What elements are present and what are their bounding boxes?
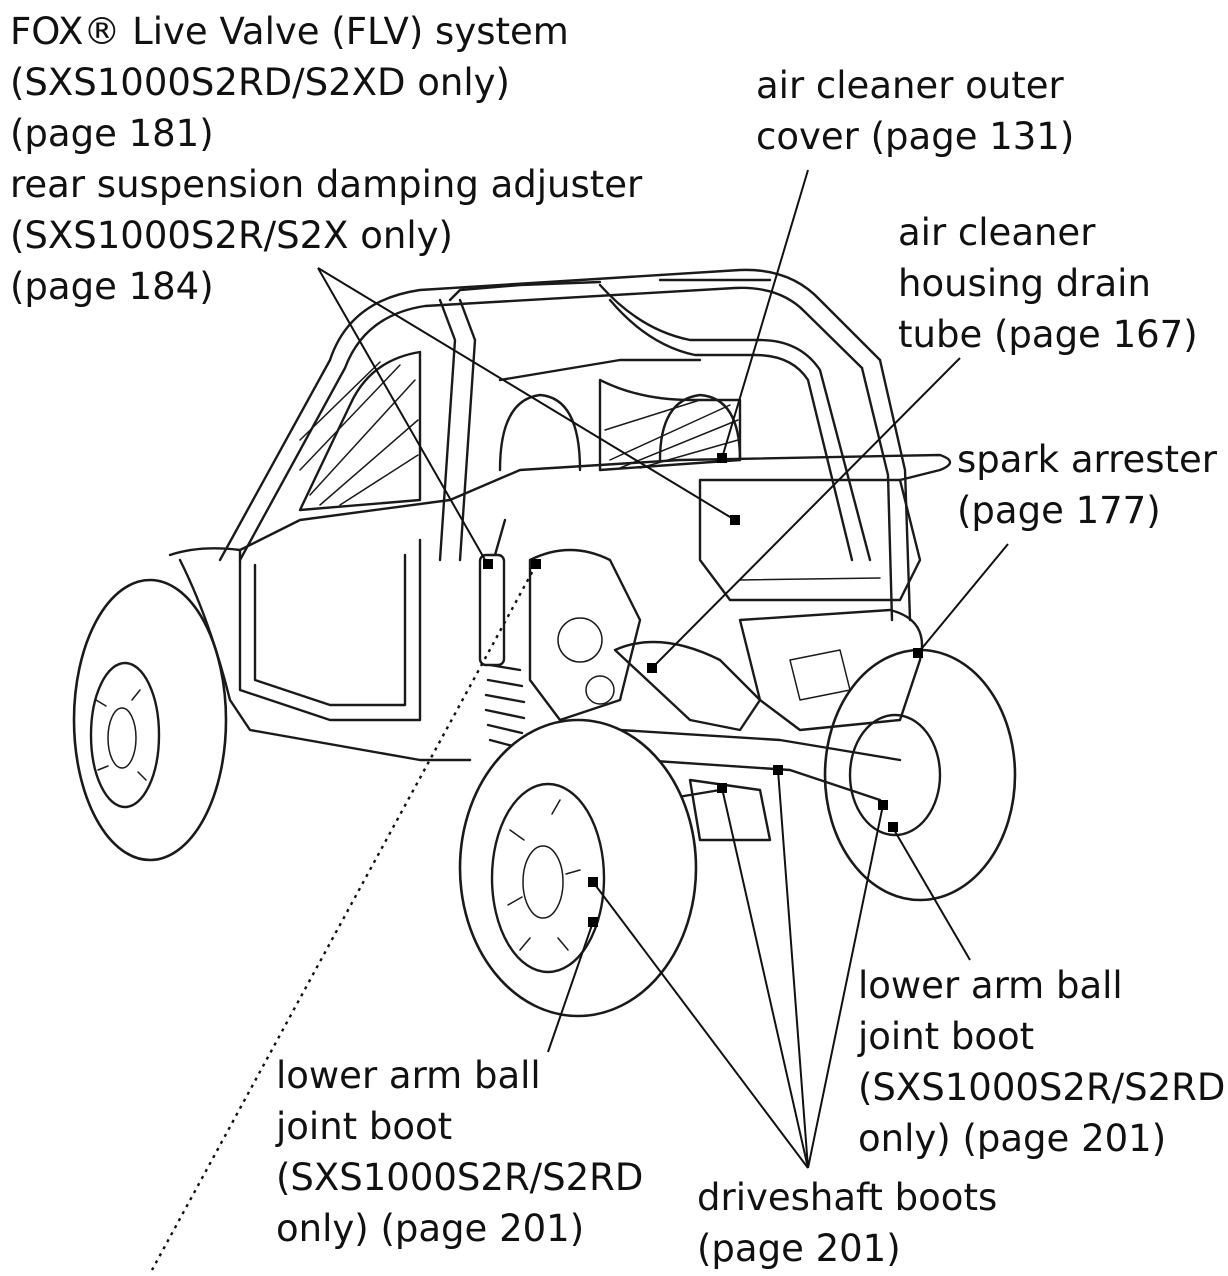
label-air-cleaner-cover-line2: cover (page 131) <box>756 115 1075 158</box>
label-flv-system: FOX® Live Valve (FLV) system (SXS1000S2R… <box>10 6 642 312</box>
label-lower-arm-right: lower arm ball joint boot (SXS1000S2R/S2… <box>858 960 1225 1164</box>
right-rear-wheel <box>823 648 1017 902</box>
label-air-cleaner-cover-line1: air cleaner outer <box>756 64 1064 107</box>
label-driveshaft-line1: driveshaft boots <box>697 1176 998 1219</box>
label-lower-arm-left-line2: joint boot <box>276 1105 453 1148</box>
label-drain-tube-line3: tube (page 167) <box>898 313 1198 356</box>
label-lower-arm-left-line3: (SXS1000S2R/S2RD <box>276 1156 644 1199</box>
label-flv-line4: rear suspension damping adjuster <box>10 163 643 206</box>
label-air-cleaner-cover: air cleaner outer cover (page 131) <box>756 60 1074 162</box>
label-spark-arrester: spark arrester (page 177) <box>957 434 1217 536</box>
label-driveshaft-line2: (page 201) <box>697 1227 901 1270</box>
label-lower-arm-left-line4: only) (page 201) <box>276 1207 585 1250</box>
label-drain-tube-line1: air cleaner <box>898 211 1096 254</box>
label-drain-tube: air cleaner housing drain tube (page 167… <box>898 207 1198 360</box>
label-lower-arm-right-line4: only) (page 201) <box>858 1117 1167 1160</box>
label-lower-arm-left: lower arm ball joint boot (SXS1000S2R/S2… <box>276 1050 643 1254</box>
left-front-wheel <box>72 578 228 862</box>
label-flv-line3: (page 181) <box>10 112 214 155</box>
body-panels <box>168 453 952 762</box>
label-spark-arrester-line1: spark arrester <box>957 438 1217 481</box>
leader-markers <box>483 453 923 927</box>
rear-shock <box>478 518 526 750</box>
label-lower-arm-right-line1: lower arm ball <box>858 964 1123 1007</box>
leader-lines <box>150 169 1009 1271</box>
label-flv-line5: (SXS1000S2R/S2X only) <box>10 214 453 257</box>
label-spark-arrester-line2: (page 177) <box>957 489 1161 532</box>
label-flv-line1: FOX® Live Valve (FLV) system <box>10 10 569 53</box>
label-drain-tube-line2: housing drain <box>898 262 1151 305</box>
side-nets <box>298 350 742 512</box>
label-flv-line6: (page 184) <box>10 265 214 308</box>
label-driveshaft-boots: driveshaft boots (page 201) <box>697 1172 997 1274</box>
label-lower-arm-right-line2: joint boot <box>858 1015 1035 1058</box>
seats <box>498 393 742 472</box>
label-lower-arm-right-line3: (SXS1000S2R/S2RD <box>858 1066 1226 1109</box>
label-flv-line2: (SXS1000S2RD/S2XD only) <box>10 61 510 104</box>
label-lower-arm-left-line1: lower arm ball <box>276 1054 541 1097</box>
roll-cage <box>218 268 912 622</box>
